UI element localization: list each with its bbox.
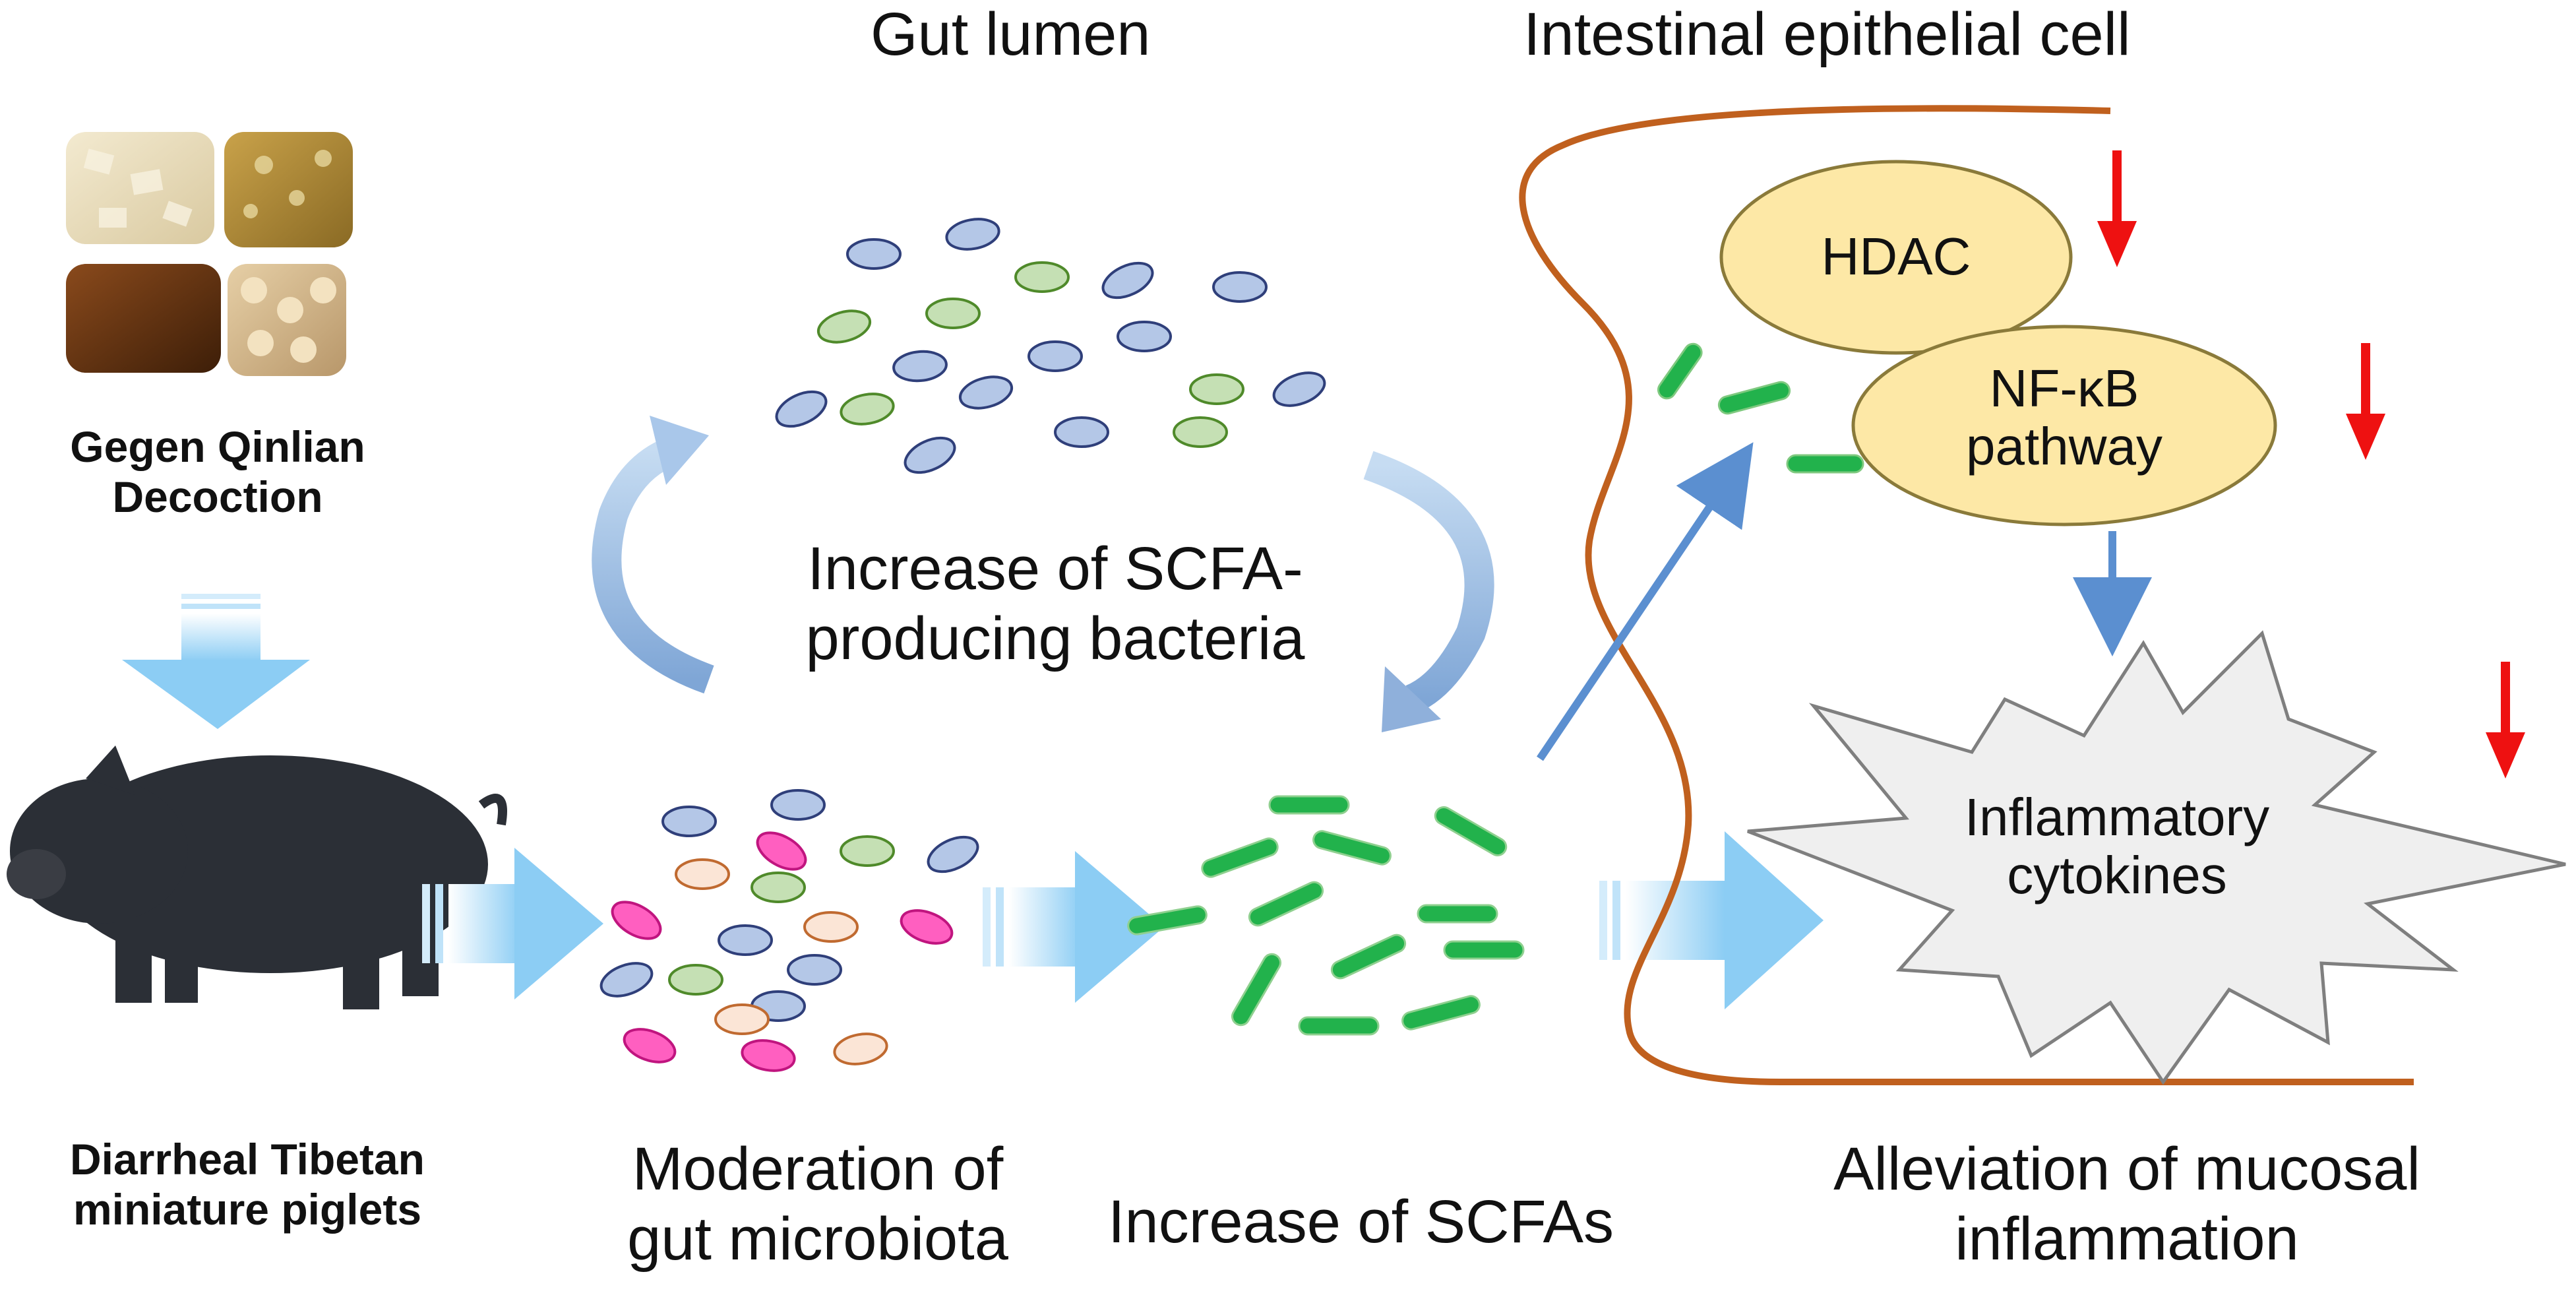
green-bacterium xyxy=(925,298,981,329)
blue-bacterium xyxy=(770,789,826,821)
nfkb-label: NF-κB pathway xyxy=(1966,359,2162,476)
scfa-bacteria-label: Increase of SCFA-producing bacteria xyxy=(805,535,1305,672)
pink-bacterium xyxy=(900,909,954,945)
scfa-rod xyxy=(1330,934,1407,980)
blue-bacterium xyxy=(945,218,1000,251)
flow-arrow-1 xyxy=(422,848,603,1000)
down-arrow-hdac xyxy=(2097,150,2137,267)
gut-lumen-header: Gut lumen xyxy=(871,1,1151,68)
peach-bacterium xyxy=(803,911,859,943)
peach-bacterium xyxy=(714,1003,770,1035)
herb-collage xyxy=(66,132,353,376)
alleviation-label: Alleviation of mucosal inflammation xyxy=(1833,1135,2420,1273)
green-bacterium xyxy=(816,309,872,344)
green-bacterium xyxy=(1014,261,1070,293)
herb-label: Gegen Qinlian Decoction xyxy=(70,422,365,521)
blue-bacterium xyxy=(927,835,979,873)
scfa-rod xyxy=(1312,830,1392,866)
scfa-rod xyxy=(1786,454,1864,474)
green-bacterium xyxy=(840,835,895,867)
down-arrow-nfkb xyxy=(2346,343,2385,460)
scfa-rod xyxy=(1248,881,1324,927)
down-arrow-cytokines xyxy=(2486,662,2525,778)
piglet-label: Diarrheal Tibetan miniature piglets xyxy=(70,1135,425,1234)
green-bacterium xyxy=(1189,373,1244,405)
blue-bacterium xyxy=(787,954,842,986)
blue-bacterium xyxy=(775,390,828,428)
blue-bacterium xyxy=(1101,261,1154,300)
gut-microbiota-cluster xyxy=(599,789,979,1072)
blue-bacterium xyxy=(1272,371,1326,407)
flow-arrow-2 xyxy=(983,851,1164,1003)
cell-membrane xyxy=(1519,105,2414,1085)
cycle-arrow-left xyxy=(592,416,714,694)
moderation-label: Moderation of gut microbiota xyxy=(627,1135,1008,1273)
pink-bacterium xyxy=(741,1039,796,1072)
scfa-rod xyxy=(1717,381,1791,415)
green-bacterium xyxy=(668,964,723,996)
cycle-arrow-right xyxy=(1363,451,1494,732)
peach-bacterium xyxy=(833,1032,888,1065)
blue-bacterium xyxy=(892,350,948,383)
herb-tile-2 xyxy=(224,132,353,247)
scfa-rod xyxy=(1443,940,1525,960)
green-bacterium xyxy=(1173,416,1228,448)
herb-to-piglet-arrow xyxy=(122,594,310,729)
scfa-rod xyxy=(1657,342,1703,400)
green-bacterium xyxy=(840,393,895,426)
blue-bacterium xyxy=(1054,416,1109,448)
scfa-rod xyxy=(1417,904,1498,924)
peach-bacterium xyxy=(675,858,730,890)
hdac-label: HDAC xyxy=(1821,227,1971,286)
scfa-rod xyxy=(1434,806,1508,856)
piglet-image xyxy=(7,746,507,1009)
scfa-rod xyxy=(1201,837,1279,878)
pink-bacterium xyxy=(611,901,662,940)
nfkb-node xyxy=(1851,325,2277,526)
scfa-cluster xyxy=(1127,795,1525,1036)
blue-bacterium xyxy=(904,436,956,474)
blue-bacterium xyxy=(1027,340,1083,372)
blue-bacterium xyxy=(1117,321,1172,352)
scfa-rod xyxy=(1401,995,1481,1031)
pink-bacterium xyxy=(756,831,807,871)
blue-bacterium xyxy=(661,806,717,837)
blue-bacterium xyxy=(958,375,1014,410)
blue-bacterium xyxy=(599,962,654,998)
hdac-node xyxy=(1719,160,2073,355)
increase-scfas-label: Increase of SCFAs xyxy=(1108,1188,1614,1255)
scfa-rods-in-cell xyxy=(1657,342,1864,474)
herb-tile-3 xyxy=(66,264,221,373)
blue-bacterium xyxy=(846,238,902,270)
scfa-rod xyxy=(1298,1016,1380,1036)
cytokine-burst xyxy=(1747,630,2566,1085)
cytokines-label: Inflammatory cytokines xyxy=(1964,788,2270,904)
scfa-rod xyxy=(1127,905,1208,936)
scfa-rod xyxy=(1268,795,1350,815)
pink-bacterium xyxy=(623,1028,677,1063)
scfa-producing-bacteria-cluster xyxy=(775,218,1326,474)
epithelial-cell-header: Intestinal epithelial cell xyxy=(1523,1,2131,68)
blue-bacterium xyxy=(1212,271,1268,303)
scfa-to-nfkb-arrow xyxy=(1537,442,1754,761)
green-bacterium xyxy=(751,872,806,903)
blue-bacterium xyxy=(718,924,773,956)
scfa-rod xyxy=(1231,953,1281,1027)
